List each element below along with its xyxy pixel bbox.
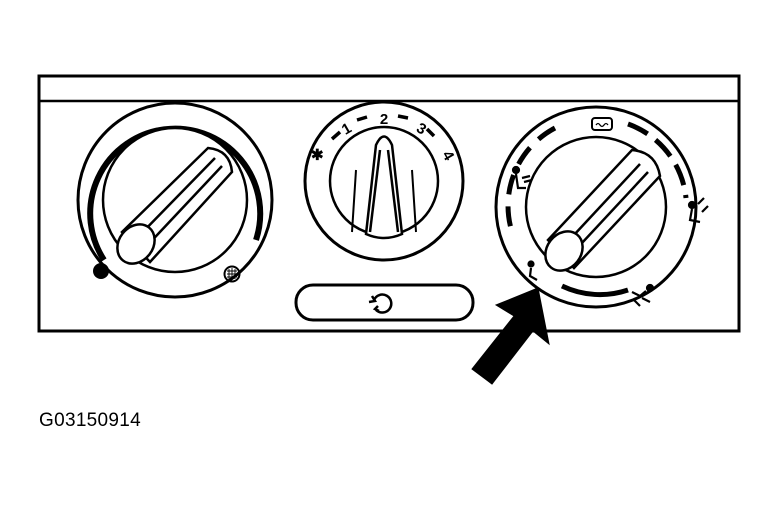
floor-vent-icon <box>631 283 655 307</box>
fan-speed-scale <box>330 114 436 141</box>
callout-arrow <box>471 287 550 385</box>
fan-speed-label-3: 3 <box>413 120 429 139</box>
temperature-knob[interactable] <box>76 101 274 299</box>
airflow-scale-arc-right <box>627 121 689 199</box>
figure-id-caption: G03150914 <box>39 410 142 431</box>
fan-speed-label-1: 1 <box>339 120 355 139</box>
recirculation-button[interactable] <box>294 283 475 322</box>
floor-defrost-icon <box>687 197 709 224</box>
airflow-mode-knob[interactable] <box>494 105 709 309</box>
fan-speed-label-2: 2 <box>380 111 388 128</box>
airflow-scale-arc-bottom <box>560 283 629 298</box>
fan-speed-label-4: 4 <box>438 148 457 164</box>
cold-indicator-icon <box>93 263 109 279</box>
airflow-scale-arc-left <box>505 125 557 236</box>
fan-speed-knob[interactable] <box>303 100 465 262</box>
temperature-knob-pointer <box>116 146 234 265</box>
airflow-knob-pointer <box>544 148 662 272</box>
bi-level-vent-icon <box>527 260 538 281</box>
hot-indicator-icon <box>223 265 241 283</box>
face-vent-icon <box>511 165 533 190</box>
fan-speed-knob-pointer <box>351 135 417 240</box>
defrost-icon <box>591 117 613 131</box>
recirculation-icon <box>368 293 393 314</box>
